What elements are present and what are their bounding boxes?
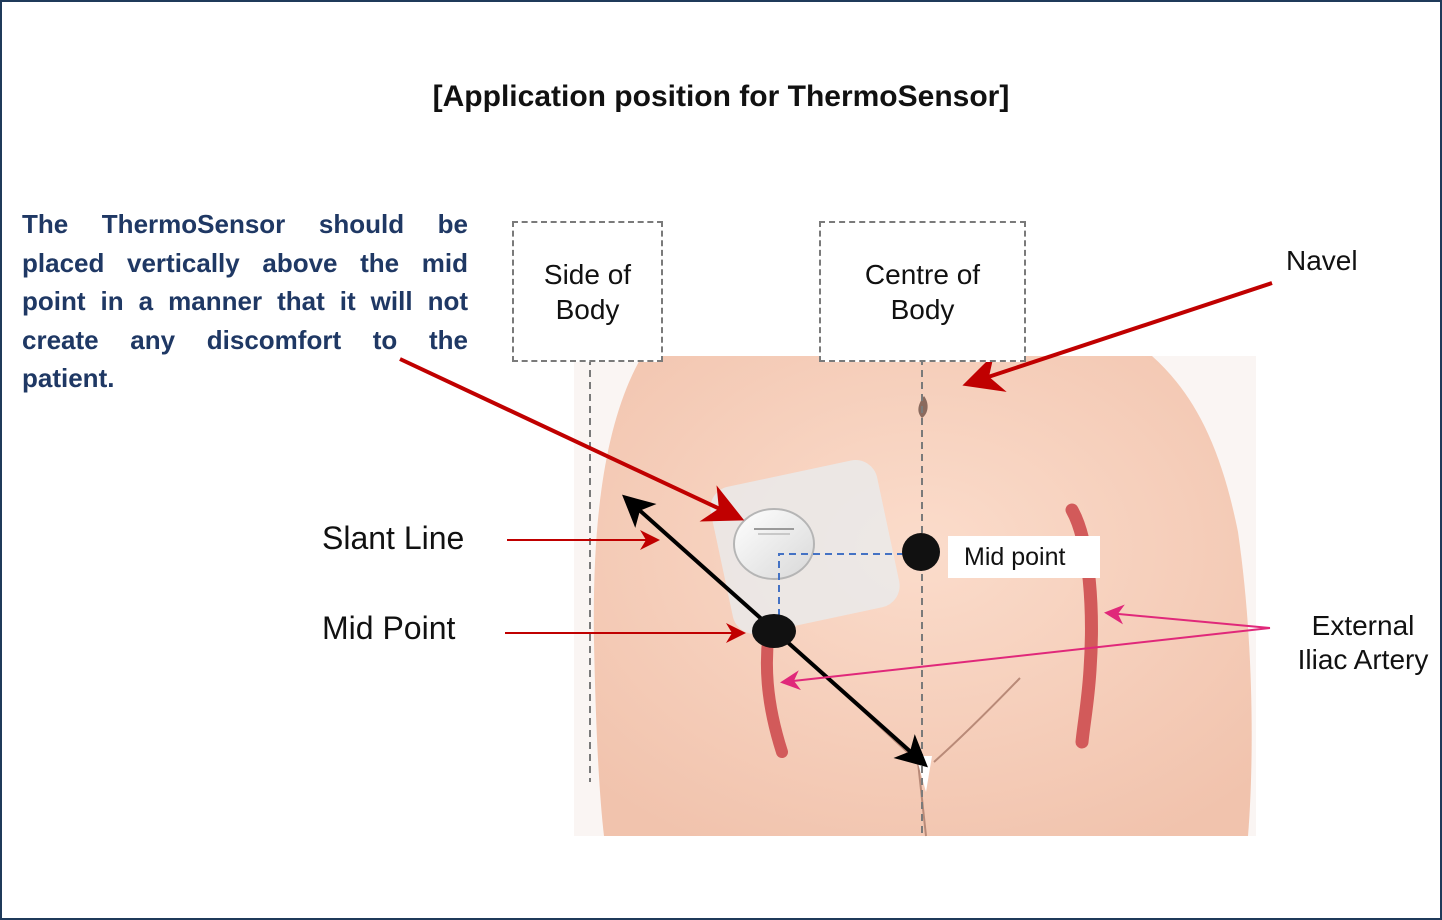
groin-center — [917, 761, 927, 837]
side-of-body-line1: Side of — [543, 258, 632, 290]
side-of-body-box: Side of Body — [512, 221, 663, 362]
navel-arrow — [962, 281, 1273, 392]
instruction-arrow — [399, 357, 745, 522]
slant-line-label: Slant Line — [322, 520, 465, 556]
artery-arrow-upper — [1104, 604, 1271, 629]
centre-of-body-box: Centre of Body — [819, 221, 1026, 362]
artery-label-line2: Iliac Artery — [1297, 644, 1429, 675]
groin-line-right — [933, 677, 1021, 763]
placement-instruction: The ThermoSensor should be placed vertic… — [22, 209, 468, 393]
centre-of-body-line2: Body — [890, 293, 955, 325]
centre-of-body-line1: Centre of — [864, 258, 981, 290]
navel-label: Navel — [1286, 245, 1358, 276]
mid-point-label: Mid Point — [322, 610, 456, 646]
artery-label-line1: External — [1311, 610, 1415, 641]
artery-arrow-lower — [780, 627, 1271, 691]
centre-mid-point-dot — [902, 533, 940, 571]
mid-point-tag: Mid point — [948, 536, 1100, 578]
diagram-title: [Application position for ThermoSensor] — [432, 80, 1010, 113]
mid-point-dot — [752, 614, 796, 648]
external-iliac-artery-label: External Iliac Artery — [1288, 609, 1438, 677]
side-of-body-line2: Body — [555, 293, 620, 325]
